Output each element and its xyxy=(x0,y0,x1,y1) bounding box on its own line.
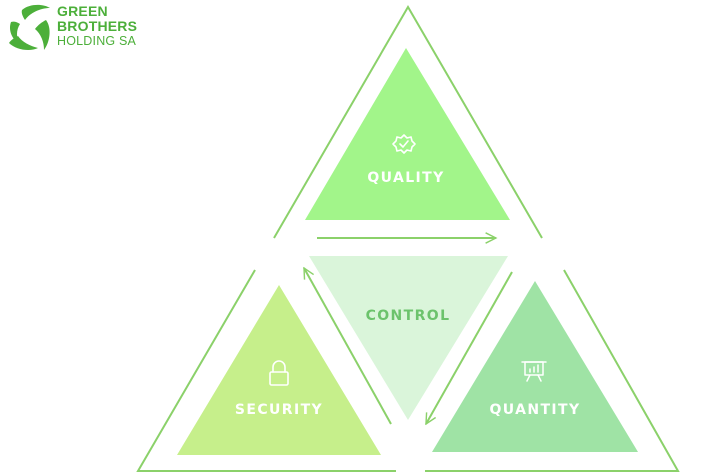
arrow-security-to-quality xyxy=(303,268,392,425)
lock-icon xyxy=(269,360,289,386)
logo-text-brothers: BROTHERS xyxy=(57,18,138,34)
left-outline xyxy=(136,269,396,472)
leaf-logo-icon xyxy=(9,4,50,51)
security-segment: SECURITY xyxy=(177,285,381,455)
security-label: SECURITY xyxy=(235,402,323,418)
control-segment: CONTROL xyxy=(309,256,508,420)
badge-check-icon xyxy=(392,134,416,154)
control-triangle xyxy=(309,256,508,420)
presentation-chart-icon xyxy=(521,361,547,382)
logo-text-holding: HOLDING SA xyxy=(57,34,137,48)
logo-wordmark: GREEN BROTHERS HOLDING SA xyxy=(57,4,137,49)
top-outline xyxy=(273,5,543,239)
control-label: CONTROL xyxy=(366,308,451,324)
quality-triangle xyxy=(305,48,510,220)
cycle-arrows xyxy=(303,238,513,425)
quality-segment: QUALITY xyxy=(305,48,510,220)
quality-label: QUALITY xyxy=(367,170,444,186)
quantity-triangle xyxy=(432,281,638,452)
security-triangle xyxy=(177,285,381,455)
arrow-quantity-to-security xyxy=(425,271,513,424)
logo-text-green: GREEN xyxy=(57,3,108,19)
outline-triangles xyxy=(136,5,680,472)
quantity-label: QUANTITY xyxy=(489,402,580,418)
quantity-segment: QUANTITY xyxy=(432,281,638,452)
right-outline xyxy=(425,269,680,472)
company-logo[interactable]: GREEN BROTHERS HOLDING SA xyxy=(6,2,146,60)
